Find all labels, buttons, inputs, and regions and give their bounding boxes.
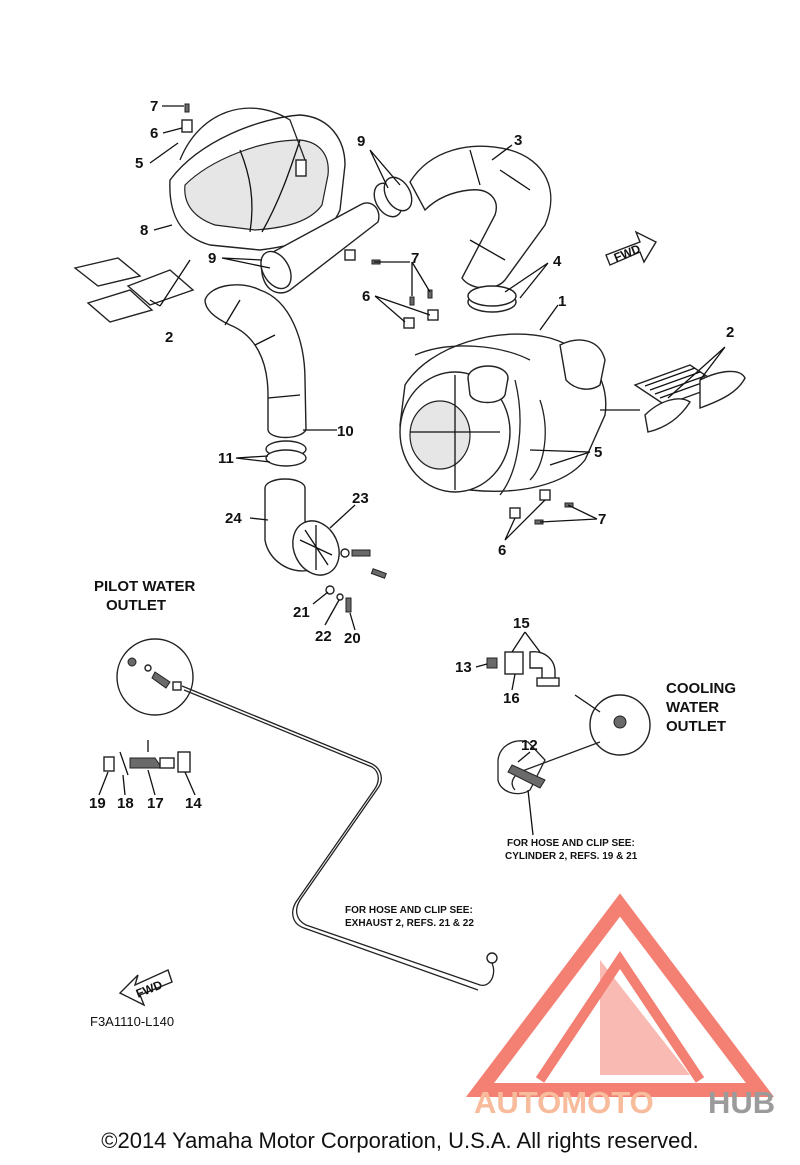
- copyright-notice: ©2014 Yamaha Motor Corporation, U.S.A. A…: [101, 1128, 699, 1153]
- label-21: 21: [293, 604, 310, 621]
- label-22: 22: [315, 628, 332, 645]
- hose-10: [204, 284, 307, 439]
- label-3: 3: [514, 132, 522, 149]
- pilot-water-tube: [181, 685, 498, 991]
- leader-lines: [98, 105, 726, 836]
- label-9-left: 9: [208, 250, 216, 267]
- intake-duct: [260, 176, 413, 294]
- small-fasteners-23: [325, 548, 387, 613]
- label-6-right: 6: [498, 542, 506, 559]
- hose-12: [497, 740, 601, 795]
- callout-text: PILOT WATER OUTLET COOLING WATER OUTLET …: [94, 578, 736, 929]
- label-9-top: 9: [357, 133, 365, 150]
- watermark-text-automoto: AUTOMOTO: [474, 1085, 654, 1120]
- fwd-label-bottom: FWD: [134, 977, 165, 1000]
- fitting-parts-14-19: [103, 740, 191, 776]
- label-6-top: 6: [150, 125, 158, 142]
- label-11: 11: [218, 450, 234, 467]
- note-cylinder-line2: CYLINDER 2, REFS. 19 & 21: [505, 851, 638, 862]
- air-filter-housing: [399, 333, 607, 493]
- label-4: 4: [553, 253, 562, 270]
- strap-5: [414, 345, 546, 496]
- diagram-code: F3A1110-L140: [90, 1014, 175, 1029]
- label-13: 13: [455, 659, 472, 676]
- part-number-labels: 7 6 5 8 2 9 9 3 4 7 6 1 2 5 10 11 24 23 …: [89, 98, 734, 812]
- note-exhaust-line2: EXHAUST 2, REFS. 21 & 22: [345, 918, 474, 929]
- fitting-parts-13-16: [486, 651, 560, 687]
- air-silencer-cover: [169, 107, 346, 251]
- hose-clamp-4: [467, 285, 517, 313]
- cooling-water-outlet-line2: WATER: [666, 699, 719, 716]
- pad-set-right: [633, 364, 746, 433]
- label-8: 8: [140, 222, 148, 239]
- hose-elbow-3: [409, 145, 552, 289]
- fwd-label-top: FWD: [612, 241, 643, 264]
- label-19: 19: [89, 795, 106, 812]
- label-24: 24: [225, 510, 242, 527]
- pilot-water-outlet-line2: OUTLET: [106, 597, 166, 614]
- cooling-water-outlet-line3: OUTLET: [666, 718, 726, 735]
- label-10: 10: [337, 423, 354, 440]
- label-23: 23: [352, 490, 369, 507]
- pilot-water-outlet-line1: PILOT WATER: [94, 578, 196, 595]
- label-6-mid: 6: [362, 288, 370, 305]
- label-2-right: 2: [726, 324, 734, 341]
- fwd-arrow-top: FWD: [605, 230, 657, 266]
- note-cylinder-line1: FOR HOSE AND CLIP SEE:: [507, 838, 635, 849]
- label-1: 1: [558, 293, 566, 310]
- label-14: 14: [185, 795, 202, 812]
- label-2-left: 2: [165, 329, 173, 346]
- label-20: 20: [344, 630, 361, 647]
- cooling-water-outlet-line1: COOLING: [666, 680, 736, 697]
- watermark-text-hub: HUB: [708, 1085, 775, 1120]
- watermark-logo: AUTOMOTO HUB: [465, 893, 775, 1120]
- label-16: 16: [503, 690, 520, 707]
- label-15: 15: [513, 615, 530, 632]
- label-12: 12: [521, 737, 538, 754]
- pad-set-left: [73, 257, 195, 323]
- elbow-24: [264, 478, 340, 576]
- label-5-top: 5: [135, 155, 143, 172]
- note-exhaust-line1: FOR HOSE AND CLIP SEE:: [345, 905, 473, 916]
- label-7-right: 7: [598, 511, 606, 528]
- label-18: 18: [117, 795, 134, 812]
- fwd-arrow-bottom: FWD: [118, 969, 173, 1007]
- pilot-water-inset: [116, 638, 194, 716]
- label-7-mid: 7: [411, 250, 419, 267]
- label-17: 17: [147, 795, 164, 812]
- label-5-right: 5: [594, 444, 602, 461]
- label-7-top: 7: [150, 98, 158, 115]
- cooling-water-inset: [574, 694, 651, 756]
- hose-clamp-11: [265, 440, 307, 467]
